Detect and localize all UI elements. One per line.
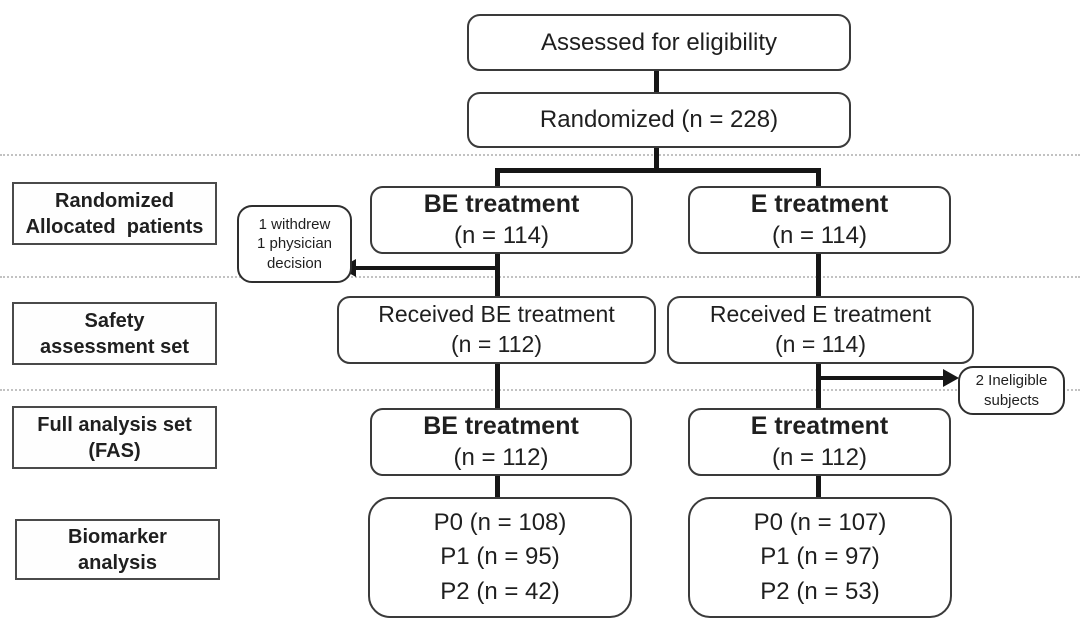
section-divider-1 [0,154,1080,156]
connector-be-alloc-safety [495,250,500,297]
stage-label-allocation-line1: Randomized [55,189,174,212]
e-fas-n: (n = 112) [772,443,867,471]
e-biomarker-p0: P0 (n = 107) [753,509,887,537]
connector-e-fas-biomarker [816,472,821,499]
withdrew-line3: decision [266,254,323,272]
e-fas-box: E treatment (n = 112) [688,408,951,476]
randomized-box: Randomized (n = 228) [467,92,851,148]
randomized-text: Randomized (n = 228) [539,106,779,133]
stage-label-fas-line2: (FAS) [88,439,141,462]
be-biomarker-p2: P2 (n = 42) [440,577,560,605]
connector-e-safety-fas [816,359,821,409]
connector-e-alloc-safety [816,250,821,297]
stage-label-safety-line2: assessment set [40,335,189,358]
be-safety-box: Received BE treatment (n = 112) [337,296,656,364]
assessed-eligibility-box: Assessed for eligibility [467,14,851,71]
section-divider-2 [0,276,1080,278]
stage-label-biomarker: Biomarker analysis [15,519,220,580]
e-safety-title: Received E treatment [709,301,932,328]
stage-label-fas-line1: Full analysis set [37,413,192,436]
connector-be-safety-fas [495,359,500,409]
e-biomarker-p1: P1 (n = 97) [760,543,880,571]
be-fas-box: BE treatment (n = 112) [370,408,632,476]
ineligible-arrow-head-icon [943,369,959,387]
ineligible-arrow-line [818,376,946,380]
be-biomarker-p1: P1 (n = 95) [440,543,560,571]
be-fas-title: BE treatment [423,412,579,441]
stage-label-allocation: Randomized Allocated patients [12,182,217,245]
be-safety-n: (n = 112) [451,331,542,357]
connector-randomized-split [654,143,659,171]
withdrew-arrow-line [354,266,497,270]
be-allocation-title: BE treatment [423,190,580,219]
stage-label-safety-line1: Safety [84,309,145,332]
be-biomarker-p0: P0 (n = 108) [433,509,567,537]
withdrew-note-box: 1 withdrew 1 physician decision [237,205,352,283]
e-allocation-title: E treatment [750,190,889,219]
connector-assessed-randomized [654,66,659,93]
e-safety-n: (n = 114) [775,331,866,357]
stage-label-fas: Full analysis set (FAS) [12,406,217,469]
e-biomarker-box: P0 (n = 107) P1 (n = 97) P2 (n = 53) [688,497,952,618]
ineligible-note-box: 2 Ineligible subjects [958,366,1065,415]
stage-label-safety: Safety assessment set [12,302,217,365]
connector-split-horizontal [495,168,821,173]
e-biomarker-p2: P2 (n = 53) [760,577,880,605]
be-biomarker-box: P0 (n = 108) P1 (n = 95) P2 (n = 42) [368,497,632,618]
connector-split-be [495,168,500,188]
assessed-eligibility-text: Assessed for eligibility [540,28,778,56]
e-allocation-box: E treatment (n = 114) [688,186,951,254]
e-fas-title: E treatment [750,412,889,441]
connector-split-e [816,168,821,188]
be-allocation-box: BE treatment (n = 114) [370,186,633,254]
withdrew-line1: 1 withdrew [258,216,331,234]
stage-label-allocation-line2: Allocated patients [25,215,204,238]
section-divider-3 [0,389,1080,391]
withdrew-line2: 1 physician [256,235,333,253]
stage-label-biomarker-line1: Biomarker [68,525,167,548]
connector-be-fas-biomarker [495,472,500,499]
be-safety-title: Received BE treatment [378,301,615,328]
be-allocation-n: (n = 114) [454,221,549,249]
be-fas-n: (n = 112) [453,443,549,471]
ineligible-line1: 2 Ineligible [975,372,1048,390]
e-allocation-n: (n = 114) [772,221,867,249]
stage-label-biomarker-line2: analysis [78,551,157,574]
ineligible-line2: subjects [983,391,1040,409]
e-safety-box: Received E treatment (n = 114) [667,296,974,364]
